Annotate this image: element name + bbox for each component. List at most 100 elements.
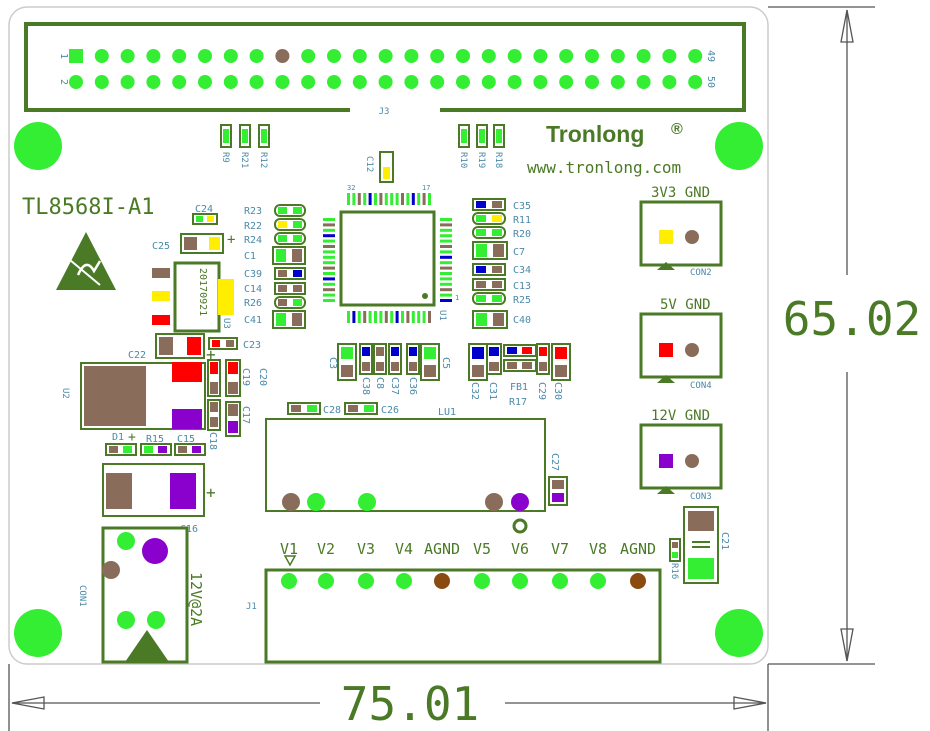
j3-pin	[636, 75, 651, 89]
power-rating-label: 12V@2A	[187, 572, 205, 626]
ref-c3: C3	[327, 357, 338, 369]
j3-pin	[301, 49, 316, 63]
ref-u1: U1	[437, 310, 447, 321]
u1-pin	[440, 266, 452, 270]
u1-pin	[417, 193, 421, 205]
j3-pins	[69, 49, 703, 89]
capacitors-right-row: C32 C31 FB1 R17 C29 C30	[468, 343, 571, 408]
pad	[672, 542, 678, 548]
u1-pin	[428, 193, 431, 205]
u1-pin	[323, 299, 335, 302]
j3-pin	[533, 49, 548, 63]
ref-c17: C17	[240, 406, 251, 424]
brand-name: Tronlong	[546, 121, 644, 147]
j3-pin	[559, 75, 574, 89]
j1-pin	[358, 573, 374, 589]
j1-pin	[590, 573, 606, 589]
j3-pin	[430, 75, 445, 89]
capacitor-c24	[192, 213, 218, 225]
ref-c30: C30	[552, 382, 563, 400]
j3-pin	[404, 75, 419, 89]
u1-pin	[440, 277, 452, 281]
pad	[672, 552, 678, 558]
u1-pin	[357, 311, 361, 323]
j3-pin	[456, 49, 470, 63]
j3-pin	[533, 75, 548, 89]
j1-pin-label: AGND	[424, 540, 460, 558]
u1-pin	[323, 245, 335, 248]
ref-d1: D1	[112, 432, 124, 443]
ref-c41: C41	[244, 315, 262, 326]
j3-pin	[378, 49, 393, 63]
u1-pin	[323, 282, 335, 286]
u1-pin	[440, 250, 452, 254]
j3-pin	[636, 49, 651, 63]
ref-c27: C27	[549, 453, 560, 471]
j3-pin	[223, 75, 238, 89]
pad	[209, 237, 220, 250]
ref-c31: C31	[487, 382, 498, 400]
ref-c21: C21	[719, 532, 730, 550]
ref-r20: R20	[513, 229, 531, 240]
ref-c40: C40	[513, 315, 531, 326]
ref-r9: R9	[220, 152, 230, 163]
j3-pin	[94, 75, 109, 89]
u1-pin	[374, 311, 377, 323]
ic-u2: U2	[60, 362, 206, 430]
mounting-hole	[14, 609, 62, 657]
header-j3: 1 2 49 50 J3	[24, 22, 746, 117]
u1-pin	[347, 311, 350, 323]
pad	[170, 473, 196, 509]
brand-website: www.tronlong.com	[527, 158, 681, 177]
ref-r25: R25	[513, 295, 531, 306]
ref-c1: C1	[244, 251, 256, 262]
u1-pin	[323, 293, 335, 297]
u1-pin	[390, 311, 394, 323]
ref-r21: R21	[239, 152, 249, 168]
pad	[307, 405, 317, 412]
j1-pin-label: V7	[551, 540, 569, 558]
j3-pin	[120, 75, 135, 89]
u1-pin	[440, 223, 452, 227]
j1-pin-label: AGND	[620, 540, 656, 558]
j3-pin	[327, 75, 341, 89]
u1-pin	[323, 239, 335, 243]
pad	[187, 337, 201, 355]
u3-date-code: 20170921	[197, 268, 208, 316]
u1-pin	[401, 193, 404, 205]
j3-pin	[610, 49, 625, 63]
j3-pin	[69, 49, 83, 63]
ref-c8: C8	[374, 377, 385, 389]
resistor-group-right: R10 R19 R18	[458, 124, 505, 168]
ref-r10: R10	[458, 152, 468, 168]
ref-c37: C37	[389, 377, 400, 395]
j3-pin	[481, 75, 496, 89]
ref-c16: C16	[180, 524, 198, 535]
module-lu1: LU1	[265, 407, 546, 534]
u1-pin-32-label: 32	[347, 184, 355, 192]
j1-pin	[512, 573, 528, 589]
u1-pin	[440, 299, 452, 302]
j3-pin	[249, 75, 264, 89]
polarity-mark: +	[206, 483, 216, 502]
pad	[196, 216, 203, 222]
polarity-mark: +	[227, 232, 235, 248]
connector-con3: 12V GND CON3	[639, 408, 723, 502]
ref-c26: C26	[381, 405, 399, 416]
j3-pin	[223, 49, 238, 63]
ic-u3: 20170921 U3	[152, 261, 234, 333]
pad	[109, 446, 118, 453]
u1-pin	[323, 218, 335, 221]
u1-pin	[440, 228, 452, 232]
ref-lu1: LU1	[438, 407, 456, 418]
pad	[159, 337, 173, 355]
j3-pin	[352, 75, 367, 89]
j3-pin	[94, 49, 109, 63]
ref-r11: R11	[513, 215, 531, 226]
ref-u3: U3	[221, 318, 231, 329]
connector-con4: 5V GND CON4	[639, 297, 723, 391]
j3-pin	[688, 75, 703, 89]
j3-pin	[301, 75, 316, 89]
ref-r26: R26	[244, 298, 262, 309]
